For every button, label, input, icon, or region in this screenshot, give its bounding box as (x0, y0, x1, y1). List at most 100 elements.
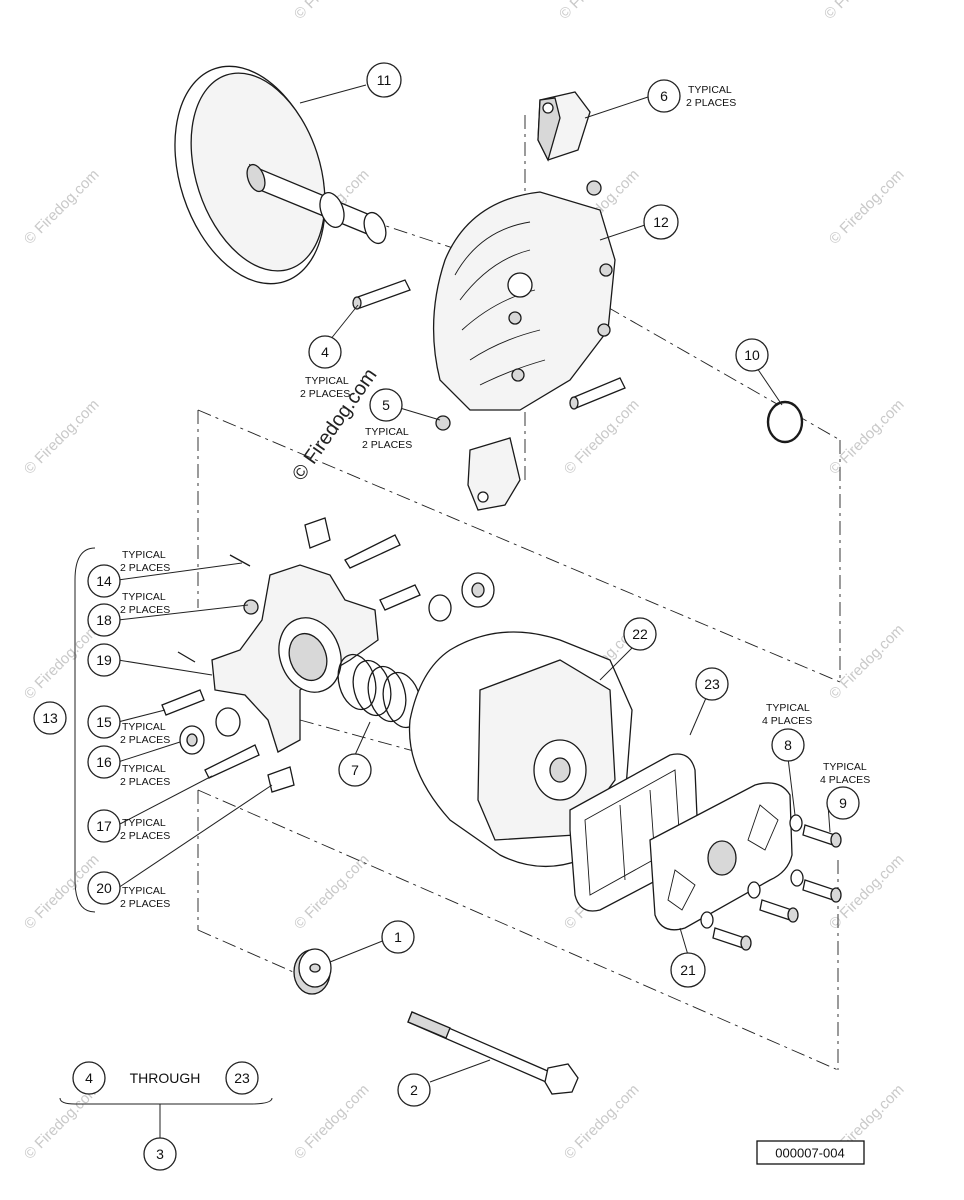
watermark: © Firedog.com (826, 396, 908, 478)
callout-17: 17 TYPICAL 2 PLACES (87, 809, 170, 843)
movable-sheave-part (174, 65, 387, 285)
callout-10: 10 (735, 338, 769, 372)
watermark: © Firedog.com (21, 166, 103, 248)
bushing-parts (161, 517, 421, 793)
callout-number: 18 (96, 612, 112, 628)
callout-number: 3 (156, 1146, 164, 1162)
callout-1: 1 (381, 920, 415, 954)
callout-note: 2 PLACES (120, 604, 170, 616)
callout-15: 15 TYPICAL 2 PLACES (87, 705, 170, 746)
callout-note: 2 PLACES (120, 830, 170, 842)
watermark: © Firedog.com (291, 1081, 373, 1163)
callout-13: 13 (33, 701, 67, 735)
callout-number: 16 (96, 754, 112, 770)
callout-2: 2 (397, 1073, 431, 1107)
pin-parts (352, 279, 626, 410)
long-bolt-part (407, 1011, 579, 1095)
callout-number: 4 (321, 344, 329, 360)
callout-note: 2 PLACES (120, 734, 170, 746)
callout-4: 4 TYPICAL 2 PLACES (300, 335, 350, 400)
callout-number: 2 (410, 1082, 418, 1098)
callout-note: TYPICAL (122, 763, 166, 775)
range-note: 4 THROUGH 23 (72, 1061, 259, 1095)
callout-22: 22 (623, 617, 657, 651)
callout-note: 2 PLACES (120, 776, 170, 788)
watermark: © Firedog.com (826, 621, 908, 703)
callout-number: 5 (382, 397, 390, 413)
callout-note: TYPICAL (122, 591, 166, 603)
callout-number: 11 (377, 72, 392, 88)
range-to: 23 (234, 1070, 250, 1086)
callout-note: TYPICAL (766, 702, 810, 714)
callout-9: 9 TYPICAL 4 PLACES (820, 761, 870, 820)
callout-12: 12 (643, 204, 679, 240)
drawing-number: 000007-004 (775, 1146, 844, 1161)
callout-note: TYPICAL (365, 426, 409, 438)
leader-lines (59, 84, 831, 1140)
spider-bracket-part (211, 564, 379, 753)
callout-note: 4 PLACES (762, 715, 812, 727)
callout-note: TYPICAL (122, 817, 166, 829)
callout-number: 19 (96, 652, 112, 668)
range-from: 4 (85, 1070, 93, 1086)
callout-note: TYPICAL (122, 549, 166, 561)
callout-number: 21 (680, 962, 696, 978)
bolt-parts (700, 814, 842, 951)
callout-note: TYPICAL (305, 375, 349, 387)
callout-number: 10 (744, 347, 760, 363)
roller-parts (179, 572, 495, 755)
callout-20: 20 TYPICAL 2 PLACES (87, 871, 170, 910)
callout-note: TYPICAL (122, 721, 166, 733)
callout-7: 7 (338, 753, 372, 787)
callout-19: 19 (87, 643, 121, 677)
callout-6: 6 TYPICAL 2 PLACES (647, 79, 736, 113)
callout-number: 15 (96, 714, 112, 730)
callout-number: 20 (96, 880, 112, 896)
callout-18: 18 TYPICAL 2 PLACES (87, 591, 170, 637)
callout-note: 2 PLACES (120, 562, 170, 574)
watermark: © Firedog.com (826, 166, 908, 248)
callout-21: 21 (670, 952, 706, 988)
watermark: © Firedog.com (291, 0, 373, 23)
lock-nut-parts (435, 180, 602, 431)
callout-8: 8 TYPICAL 4 PLACES (762, 702, 812, 762)
fixed-sheave-body-part (432, 191, 616, 411)
callout-number: 8 (784, 737, 792, 753)
watermark: © Firedog.com (291, 851, 373, 933)
callout-11: 11 (366, 62, 402, 98)
callout-number: 14 (96, 573, 112, 589)
callout-number: 1 (394, 929, 402, 945)
end-plate-part (649, 782, 793, 931)
callout-number: 6 (660, 88, 668, 104)
callout-note: 2 PLACES (300, 388, 350, 400)
callout-number: 23 (704, 676, 720, 692)
callout-number: 17 (96, 818, 112, 834)
callout-number: 22 (632, 626, 648, 642)
callout-3: 3 (143, 1137, 177, 1171)
washer-part (293, 948, 332, 995)
callout-note: TYPICAL (688, 84, 732, 96)
drawing-number-box: 000007-004 (756, 1140, 865, 1165)
callout-note: 2 PLACES (120, 898, 170, 910)
callout-14: 14 TYPICAL 2 PLACES (87, 549, 170, 598)
callout-16: 16 TYPICAL 2 PLACES (87, 745, 170, 788)
shoe-block-part (467, 91, 591, 511)
watermark: © Firedog.com (821, 0, 903, 23)
callout-number: 12 (653, 214, 669, 230)
callout-number: 13 (42, 710, 58, 726)
callout-note: 2 PLACES (362, 439, 412, 451)
callout-number: 9 (839, 795, 847, 811)
callout-5: 5 TYPICAL 2 PLACES (362, 388, 412, 451)
callout-note: 4 PLACES (820, 774, 870, 786)
callout-number: 7 (351, 762, 359, 778)
callout-note: TYPICAL (122, 885, 166, 897)
watermark: © Firedog.com (561, 1081, 643, 1163)
watermark: © Firedog.com (21, 396, 103, 478)
callout-note: 2 PLACES (686, 97, 736, 109)
watermark: © Firedog.com (556, 0, 638, 23)
o-ring-part (766, 400, 804, 444)
callout-note: TYPICAL (823, 761, 867, 773)
callout-23: 23 (695, 667, 729, 701)
range-word: THROUGH (130, 1070, 201, 1086)
